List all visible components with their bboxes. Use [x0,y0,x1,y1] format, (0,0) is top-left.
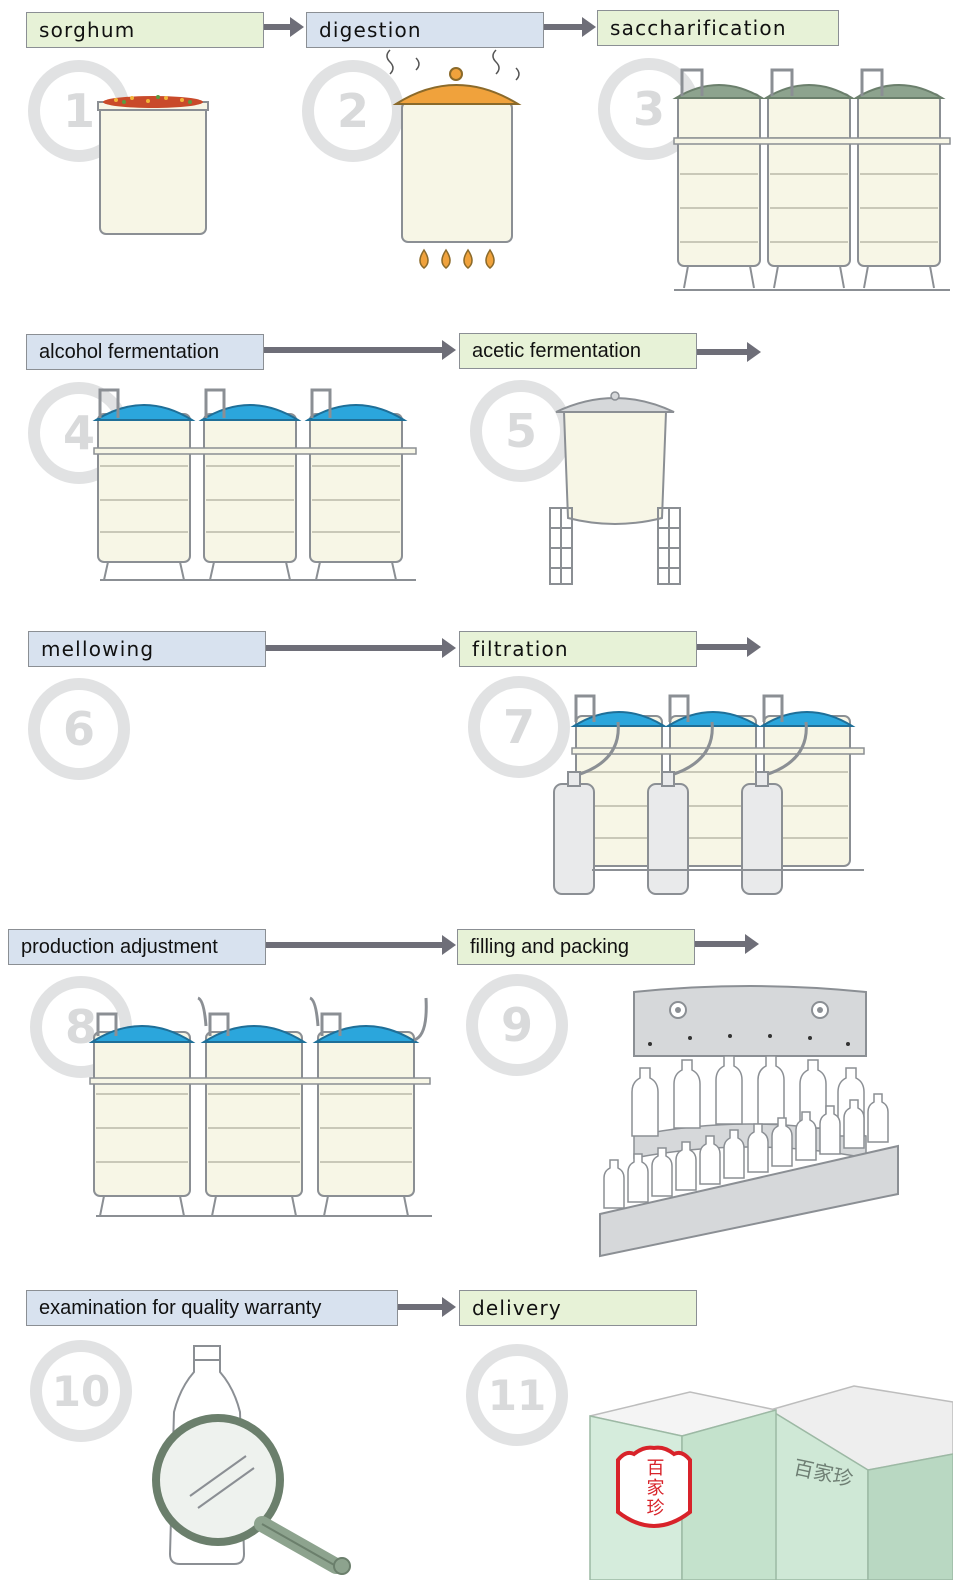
filtration-tanks-illustration [553,694,865,895]
step-number-6: 6 [28,678,130,780]
label-mellowing: mellowing [28,631,266,667]
step-number-9: 9 [466,974,568,1076]
label-filling-and-packing: filling and packing [457,929,695,965]
acetic-fermentation-tank-illustration [549,391,681,585]
label-examination-for-quality-warranty: examination for quality warranty [26,1290,398,1326]
label-acetic-fermentation: acetic fermentation [459,333,697,369]
arrow-7-out [697,637,761,657]
step-number-11: 11 [466,1344,568,1446]
digestion-pot-illustration [386,49,522,269]
delivery-boxes-illustration: 百家珍 百家珍 [589,1385,953,1580]
label-filtration: filtration [459,631,697,667]
label-saccharification: saccharification [597,10,839,46]
label-production-adjustment: production adjustment [8,929,266,965]
arrow-9-out [695,934,759,954]
sorghum-pot-illustration [97,95,209,235]
alcohol-fermentation-tanks-illustration [92,388,417,581]
arrow-2-3 [544,17,596,37]
arrow-4-5 [264,340,456,360]
magnifying-glass-icon [152,1345,351,1575]
label-alcohol-fermentation: alcohol fermentation [26,334,264,370]
label-delivery: delivery [459,1290,697,1326]
saccharification-tanks-illustration [672,68,951,291]
label-digestion: digestion [306,12,544,48]
arrow-6-7 [266,638,456,658]
arrow-1-2 [264,17,304,37]
arrow-5-out [697,342,761,362]
arrow-8-9 [266,935,456,955]
label-sorghum: sorghum [26,12,264,48]
step-number-10: 10 [30,1340,132,1442]
box-seal-text: 百家珍 [644,1458,665,1518]
production-adjustment-tanks-illustration [88,996,432,1217]
arrow-10-11 [398,1297,456,1317]
filling-machine-illustration [599,985,899,1258]
